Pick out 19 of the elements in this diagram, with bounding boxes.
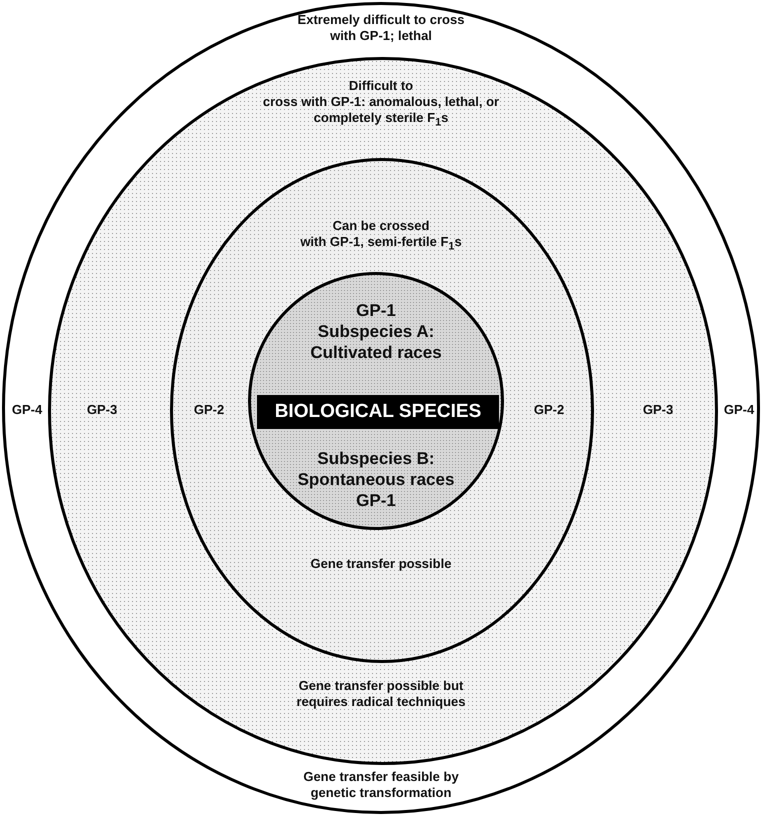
- circle-zone: [248, 272, 504, 530]
- zone-label: GP-3: [86, 402, 118, 418]
- zone-label: Gene transfer feasible by genetic transformation: [302, 769, 460, 801]
- ellipse-zone: [48, 57, 718, 765]
- zone-label: Subspecies B: Spontaneous races GP-1: [296, 448, 456, 511]
- zone-label: GP-4: [722, 402, 756, 418]
- zone-label: Difficult to cross with GP-1: anomalous, lethal, or completely sterile F$_{1}$s: [262, 78, 500, 131]
- zone-label: Gene transfer possible but requires radical techniques: [295, 678, 467, 710]
- label-bar: [257, 395, 499, 429]
- zone-label: Gene transfer possible: [310, 556, 452, 572]
- zone-label: GP-2: [192, 402, 226, 418]
- ellipse-zone: [170, 158, 594, 663]
- bar-title: BIOLOGICAL SPECIES: [274, 404, 482, 420]
- zone-label: GP-3: [642, 402, 674, 418]
- zone-label: Extremely difficult to cross with GP-1; lethal: [296, 12, 466, 44]
- zone-label: Can be crossed with GP-1, semi-fertile F$_{1}$s: [299, 218, 463, 255]
- zone-label: GP-1 Subspecies A: Cultivated races: [309, 300, 443, 363]
- zone-label: GP-4: [10, 402, 44, 418]
- zone-label: GP-2: [532, 402, 566, 418]
